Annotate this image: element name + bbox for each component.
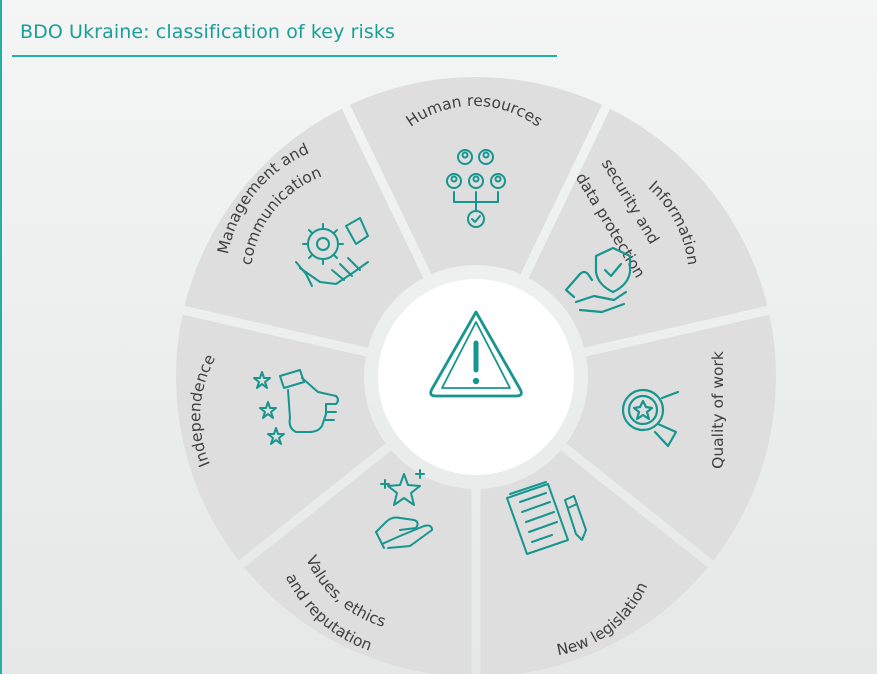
segment-group (175, 76, 776, 674)
document-pencil-icon (506, 481, 587, 555)
left-border (0, 0, 2, 674)
hand-stars-icon (375, 469, 433, 549)
gear-handshake-icon (295, 217, 369, 287)
thumbs-stars-icon (253, 369, 339, 445)
label-quality-of-work: Quality of work (709, 351, 727, 469)
segment-values-ethics (244, 450, 472, 674)
warning-triangle-icon (429, 310, 523, 398)
segment-information-security (528, 108, 768, 348)
people-network-icon (446, 149, 506, 228)
award-badge-icon (621, 388, 680, 448)
center-circle (378, 279, 574, 475)
shield-hands-icon (564, 246, 632, 314)
page-title: BDO Ukraine: classification of key risks (20, 21, 395, 43)
segment-management (184, 108, 424, 348)
segment-quality-of-work (566, 314, 776, 561)
title-underline (12, 55, 557, 57)
